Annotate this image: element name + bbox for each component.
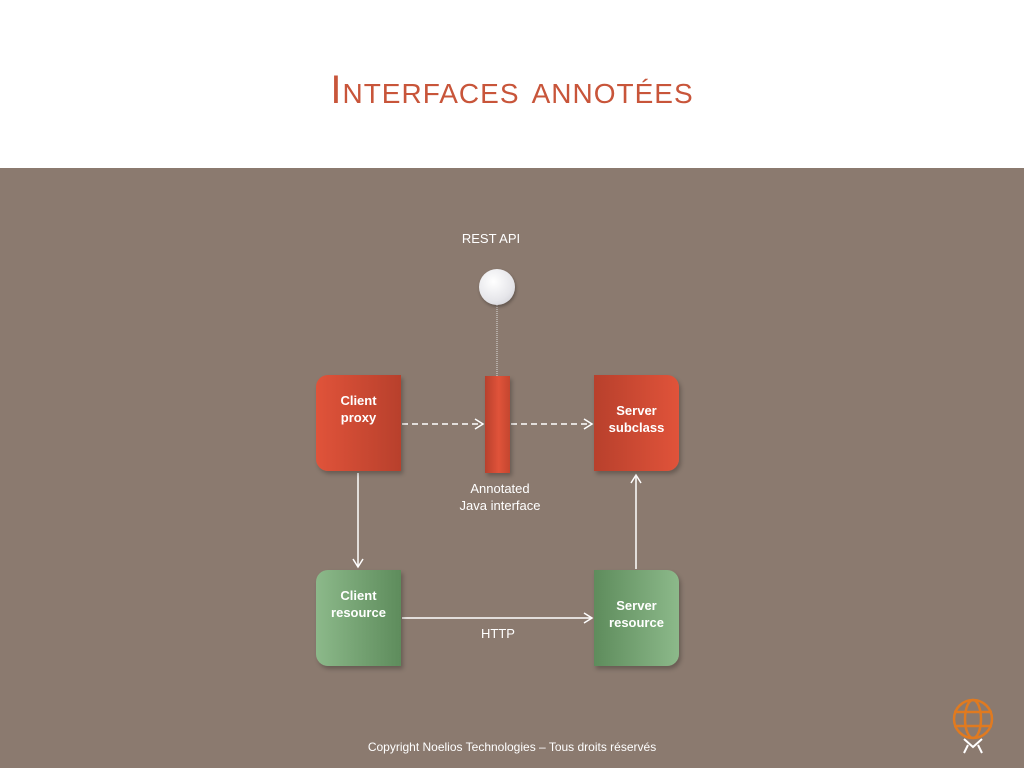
diagram-area: [0, 168, 1024, 768]
copyright-footer: Copyright Noelios Technologies – Tous dr…: [367, 740, 657, 754]
http-label: HTTP: [481, 626, 515, 641]
server-resource-line1: Server: [616, 598, 657, 613]
client-proxy-line2: proxy: [340, 410, 377, 425]
server-subclass-line1: Server: [616, 403, 657, 418]
title-area: Interfaces annotées: [0, 0, 1024, 168]
rest-api-label: REST API: [461, 231, 521, 246]
client-proxy-line1: Client: [340, 393, 377, 408]
client-resource-box: Client resource: [316, 570, 401, 666]
rest-api-circle: [479, 269, 515, 305]
annotated-interface-bar: [485, 376, 510, 473]
server-resource-box: Server resource: [594, 570, 679, 666]
client-resource-line2: resource: [331, 605, 386, 620]
noelios-logo-icon: [952, 698, 994, 754]
interface-label-line2: Java interface: [459, 498, 541, 513]
client-proxy-box: Client proxy: [316, 375, 401, 471]
server-resource-line2: resource: [609, 615, 664, 630]
interface-label-line1: Annotated: [470, 481, 530, 496]
server-subclass-box: Server subclass: [594, 375, 679, 471]
slide-title: Interfaces annotées: [330, 68, 694, 112]
interface-label: Annotated Java interface: [440, 480, 560, 514]
client-resource-line1: Client: [340, 588, 377, 603]
server-subclass-line2: subclass: [608, 420, 665, 435]
